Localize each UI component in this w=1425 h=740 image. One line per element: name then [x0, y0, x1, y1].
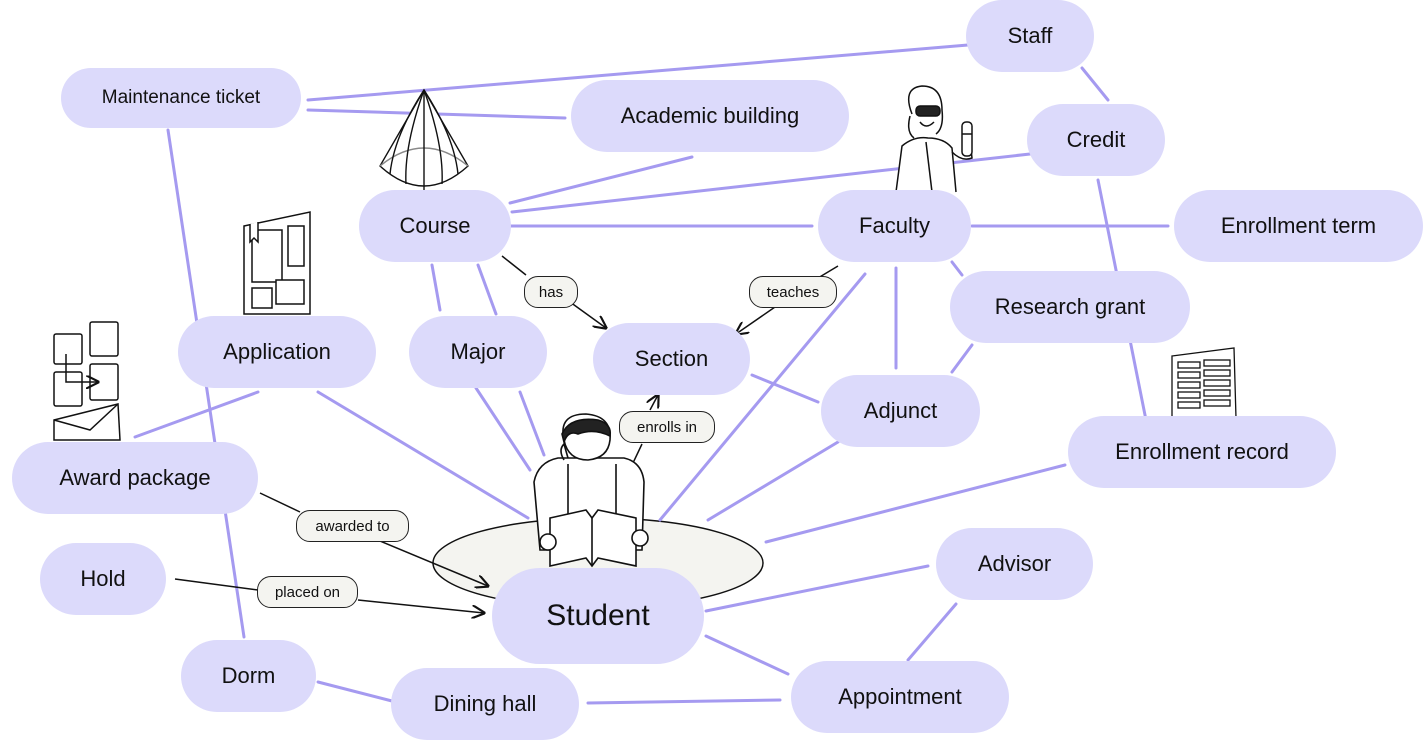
edge-section-adjunct	[750, 373, 820, 404]
node-application[interactable]: Application	[178, 316, 376, 388]
poster-illustration	[243, 211, 311, 315]
node-faculty[interactable]: Faculty	[818, 190, 971, 262]
envelope-illustration	[53, 403, 121, 441]
edge-label-placed-on: placed on	[257, 576, 358, 608]
scientist-illustration	[895, 85, 973, 193]
node-enrollment-record[interactable]: Enrollment record	[1068, 416, 1336, 488]
node-award-package[interactable]: Award package	[12, 442, 258, 514]
edge-dining-hall-appointment	[586, 698, 782, 705]
edge-application-student	[316, 390, 530, 520]
node-credit[interactable]: Credit	[1027, 104, 1165, 176]
edge-adjunct-student	[706, 440, 840, 522]
edge-major-student-1	[474, 386, 532, 472]
edge-major-student-2	[518, 390, 546, 457]
node-staff[interactable]: Staff	[966, 0, 1094, 72]
edge-label-teaches: teaches	[749, 276, 837, 308]
node-student[interactable]: Student	[492, 568, 704, 664]
node-adjunct[interactable]: Adjunct	[821, 375, 980, 447]
edge-label-has: has	[524, 276, 578, 308]
node-dining-hall[interactable]: Dining hall	[391, 668, 579, 740]
edge-application-award-package	[133, 390, 260, 439]
edge-faculty-research-grant	[950, 260, 964, 277]
edge-advisor-appointment	[906, 602, 958, 662]
edge-enrollment-record-student	[764, 463, 1067, 544]
edge-label-enrolls-in: enrolls in	[619, 411, 715, 443]
edge-staff-credit	[1080, 66, 1110, 102]
node-hold[interactable]: Hold	[40, 543, 166, 615]
edge-course-major-2	[476, 263, 498, 316]
edge-research-grant-adjunct	[950, 343, 974, 374]
flowchart-illustration	[53, 321, 119, 407]
arrow-awarded-to	[259, 492, 488, 586]
student-reading-illustration	[533, 413, 649, 568]
edge-course-academic-building	[508, 155, 694, 205]
node-academic-building[interactable]: Academic building	[571, 80, 849, 152]
node-enrollment-term[interactable]: Enrollment term	[1174, 190, 1423, 262]
node-section[interactable]: Section	[593, 323, 750, 395]
node-dorm[interactable]: Dorm	[181, 640, 316, 712]
arrow-placed-on	[174, 578, 484, 613]
edge-staff-maintenance-ticket	[306, 43, 970, 102]
edge-faculty-student	[658, 272, 867, 522]
node-appointment[interactable]: Appointment	[791, 661, 1009, 733]
node-maintenance-ticket[interactable]: Maintenance ticket	[61, 68, 301, 128]
node-major[interactable]: Major	[409, 316, 547, 388]
spreadsheet-illustration	[1171, 347, 1237, 418]
arrow-has	[501, 255, 606, 328]
edge-label-awarded-to: awarded to	[296, 510, 409, 542]
node-advisor[interactable]: Advisor	[936, 528, 1093, 600]
cone-illustration	[379, 88, 469, 190]
edge-advisor-student	[704, 564, 930, 613]
node-research-grant[interactable]: Research grant	[950, 271, 1190, 343]
edge-dorm-dining-hall	[316, 680, 394, 703]
edge-course-major-1	[430, 263, 442, 312]
edge-student-appointment	[704, 634, 790, 676]
node-course[interactable]: Course	[359, 190, 511, 262]
